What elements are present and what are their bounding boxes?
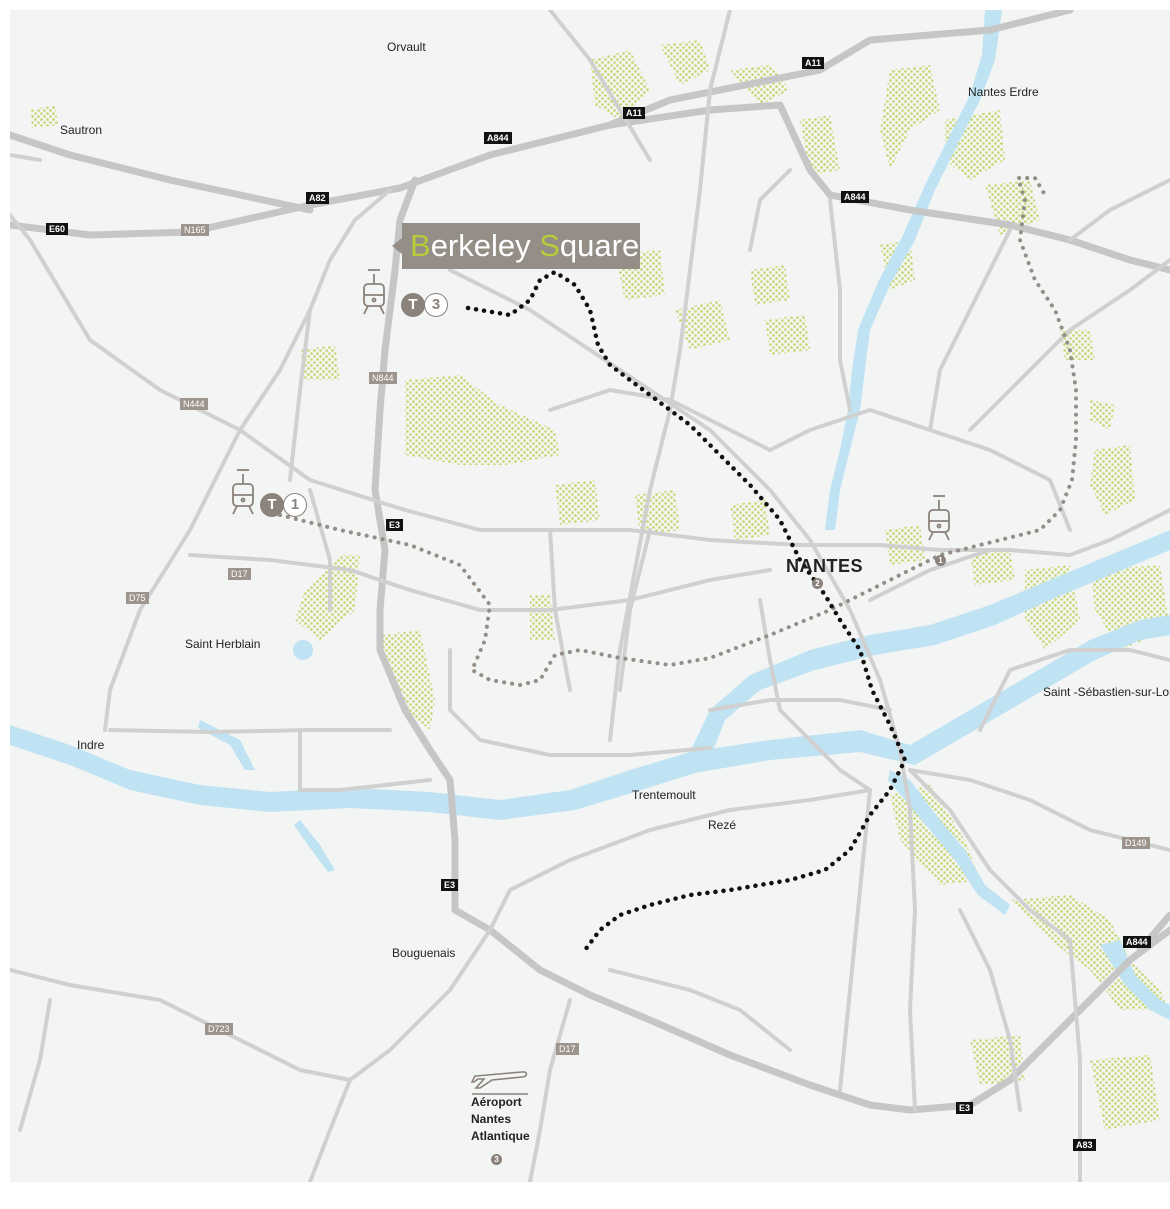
place-nantes-erdre: Nantes Erdre xyxy=(968,85,1039,99)
place-nantes: NANTES xyxy=(786,556,864,576)
callout-initial-s: S xyxy=(539,228,560,263)
road-shield-a844: A844 xyxy=(1123,936,1151,948)
tram-route-grey-west xyxy=(278,176,1078,688)
tram-route-dark xyxy=(465,269,908,953)
road-shield-a82: A82 xyxy=(306,192,329,204)
place-bouguenais: Bouguenais xyxy=(392,946,456,960)
road-shield-d723: D723 xyxy=(205,1023,233,1035)
tram-icon xyxy=(363,269,385,315)
airport-line-1: Aéroport xyxy=(471,1095,522,1109)
road-shield-e3: E3 xyxy=(386,519,404,531)
tram-icon xyxy=(232,469,254,515)
road-shield-e3: E3 xyxy=(441,879,459,891)
airport-number-badge: 3 xyxy=(491,1154,502,1165)
airport-line-3: Atlantique xyxy=(471,1129,530,1143)
road-shield-d17: D17 xyxy=(556,1043,579,1055)
roads xyxy=(10,10,1170,1182)
road-shield-n844: N844 xyxy=(369,372,397,384)
nantes-number-badge: 2 xyxy=(812,578,823,589)
place-sautron: Sautron xyxy=(60,123,103,137)
green-areas xyxy=(30,40,1170,1130)
road-shield-e3: E3 xyxy=(956,1102,974,1114)
tram-icon xyxy=(928,495,950,541)
road-shield-e60: E60 xyxy=(46,223,69,235)
road-shield-a844: A844 xyxy=(841,191,869,203)
tram-line-number: 1 xyxy=(283,493,307,517)
callout-word-2: quare xyxy=(559,228,640,263)
road-shield-a83: A83 xyxy=(1073,1139,1096,1151)
tram-letter: T xyxy=(260,493,284,517)
tram-east-number-badge: 1 xyxy=(935,555,946,566)
place-trentemoult: Trentemoult xyxy=(632,788,696,802)
road-shield-n165: N165 xyxy=(181,224,209,236)
map[interactable]: Orvault Sautron Nantes Erdre NANTES 2 Sa… xyxy=(10,10,1170,1182)
map-canvas xyxy=(10,10,1170,1182)
rivers xyxy=(10,10,1170,1020)
callout-word-1: erkeley xyxy=(430,228,540,263)
road-shield-a11: A11 xyxy=(623,107,646,119)
tram-routes xyxy=(278,176,1078,953)
place-orvault: Orvault xyxy=(387,40,426,54)
tram-letter: T xyxy=(401,293,425,317)
berkeley-square-callout[interactable]: Berkeley Square xyxy=(392,223,640,269)
road-shield-a11: A11 xyxy=(802,57,825,69)
airport-label: Aéroport Nantes Atlantique xyxy=(471,1094,530,1145)
place-reze: Rezé xyxy=(708,818,737,832)
road-shield-d75: D75 xyxy=(126,592,149,604)
road-shield-n444: N444 xyxy=(180,398,208,410)
road-shield-d17: D17 xyxy=(228,568,251,580)
airport-line-2: Nantes xyxy=(471,1112,512,1126)
road-shield-a844: A844 xyxy=(484,132,512,144)
callout-initial-b: B xyxy=(410,228,431,263)
place-indre: Indre xyxy=(77,738,105,752)
road-shield-d149: D149 xyxy=(1122,837,1150,849)
place-saint-herblain: Saint Herblain xyxy=(185,637,261,651)
place-saint-sebastien: Saint -Sébastien-sur-Loire xyxy=(1043,685,1170,699)
airplane-icon xyxy=(470,1071,528,1095)
tram-line-number: 3 xyxy=(424,293,448,317)
